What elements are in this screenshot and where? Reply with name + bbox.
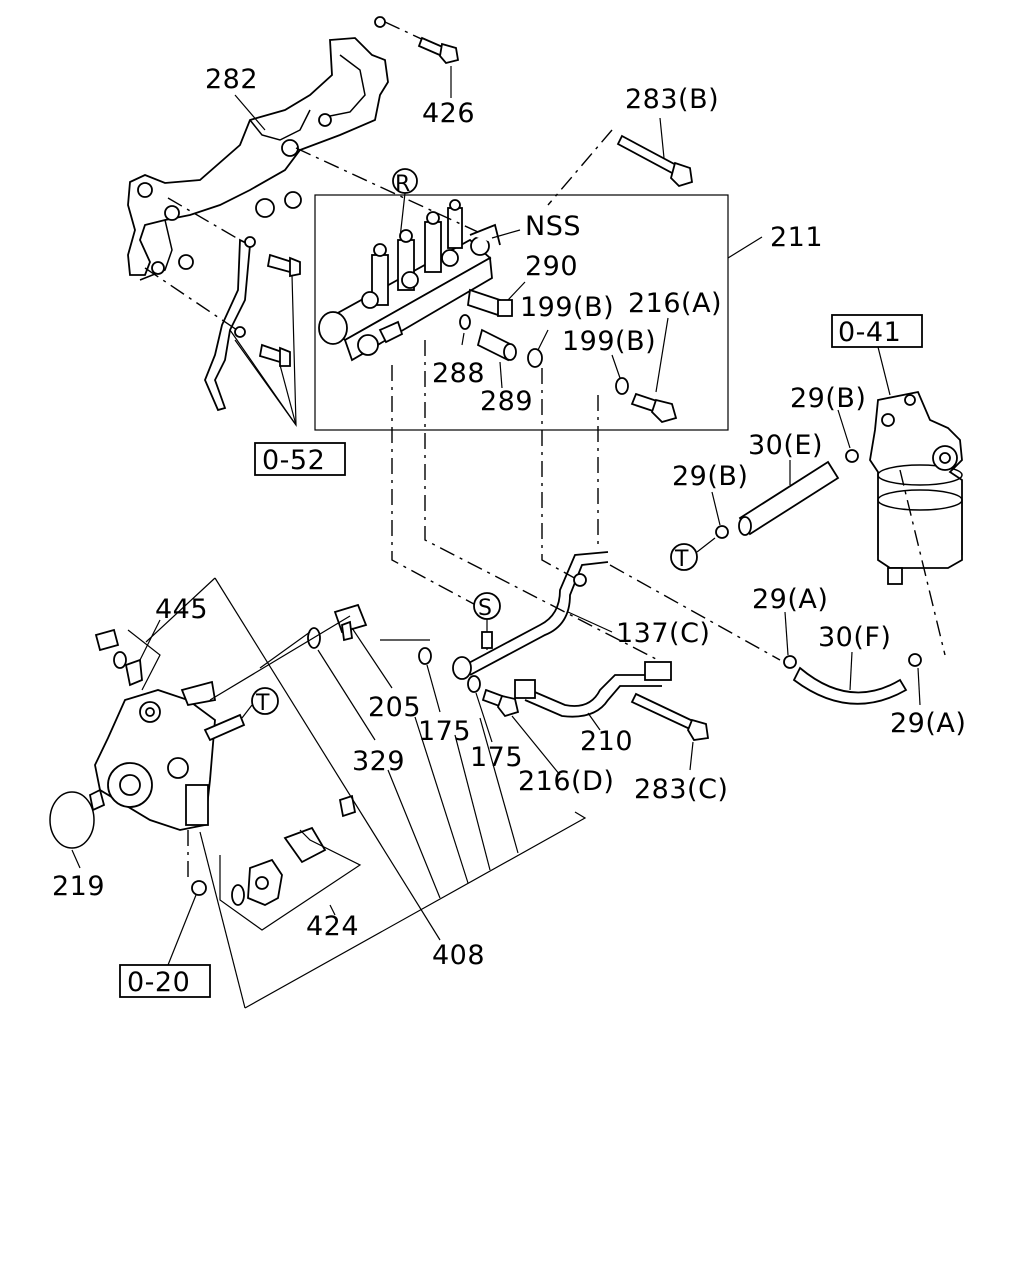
clamp-29A-1 [783, 655, 797, 669]
callout-29A-2: 29(A) [890, 708, 966, 739]
oring-219 [49, 791, 95, 849]
supply-pump [88, 680, 246, 831]
callout-426: 426 [422, 98, 475, 129]
bracket-0-52 [204, 238, 251, 412]
gasket-199B-1 [527, 348, 543, 368]
callout-30E: 30(E) [748, 430, 823, 461]
callout-0-20: 0-20 [127, 967, 190, 998]
callout-329: 329 [352, 746, 405, 777]
callout-408: 408 [432, 940, 485, 971]
callout-175-a: 175 [418, 716, 471, 747]
callout-NSS: NSS [525, 211, 581, 242]
bolt-216A [630, 392, 678, 424]
callout-210: 210 [580, 726, 633, 757]
callout-282: 282 [205, 64, 258, 95]
callout-R: R [395, 172, 411, 197]
nut-0-20 [191, 880, 207, 896]
plug-289 [476, 328, 517, 362]
callout-199B-1: 199(B) [520, 292, 614, 323]
callout-290: 290 [525, 251, 578, 282]
callout-283C: 283(C) [634, 774, 728, 805]
fuel-filter [869, 390, 963, 585]
ref-box-0-41 [831, 314, 923, 348]
common-rail [318, 199, 501, 362]
gasket-175-b [467, 675, 481, 693]
callout-199B-2: 199(B) [562, 326, 656, 357]
callout-424: 424 [306, 911, 359, 942]
callout-T2: T [255, 691, 270, 716]
bolt-283C [630, 692, 710, 741]
oring-288 [459, 314, 471, 330]
callout-289: 289 [480, 386, 533, 417]
fitting-205 [333, 603, 368, 642]
callout-205: 205 [368, 692, 421, 723]
bolt-426 [384, 21, 460, 65]
callout-216D: 216(D) [518, 766, 614, 797]
callout-216A: 216(A) [628, 288, 722, 319]
callout-283B: 283(B) [625, 84, 719, 115]
frame-211 [314, 194, 729, 431]
clamp-29B-1 [845, 449, 859, 463]
callout-30F: 30(F) [818, 622, 891, 653]
callout-137C: 137(C) [616, 618, 710, 649]
hose-30F [792, 666, 908, 705]
callout-0-41: 0-41 [838, 317, 901, 348]
callout-29B-1: 29(B) [790, 383, 866, 414]
callout-T1: T [674, 547, 689, 572]
bolt-283B [616, 134, 693, 188]
sensor-290 [467, 288, 513, 317]
callout-211: 211 [770, 222, 823, 253]
callout-29B-2: 29(B) [672, 461, 748, 492]
callout-29A-1: 29(A) [752, 584, 828, 615]
bolt-216D [481, 688, 520, 718]
callout-175-b: 175 [470, 742, 523, 773]
valve-445 [94, 628, 143, 687]
sensor-424 [247, 794, 357, 906]
ref-box-0-52 [254, 442, 346, 476]
callout-S: S [478, 596, 492, 621]
clamp-29A-2 [908, 653, 922, 667]
callout-219: 219 [52, 871, 105, 902]
pipe-137C [452, 551, 609, 680]
ref-box-0-20 [119, 964, 211, 998]
callout-0-52: 0-52 [262, 445, 325, 476]
callout-288: 288 [432, 358, 485, 389]
gasket-175-a [418, 647, 432, 665]
clamp-29B-2 [715, 525, 729, 539]
pipe-210 [514, 661, 672, 718]
hose-30E [738, 460, 840, 536]
bracket-282 [127, 16, 389, 281]
gasket-199B-2 [615, 377, 629, 395]
